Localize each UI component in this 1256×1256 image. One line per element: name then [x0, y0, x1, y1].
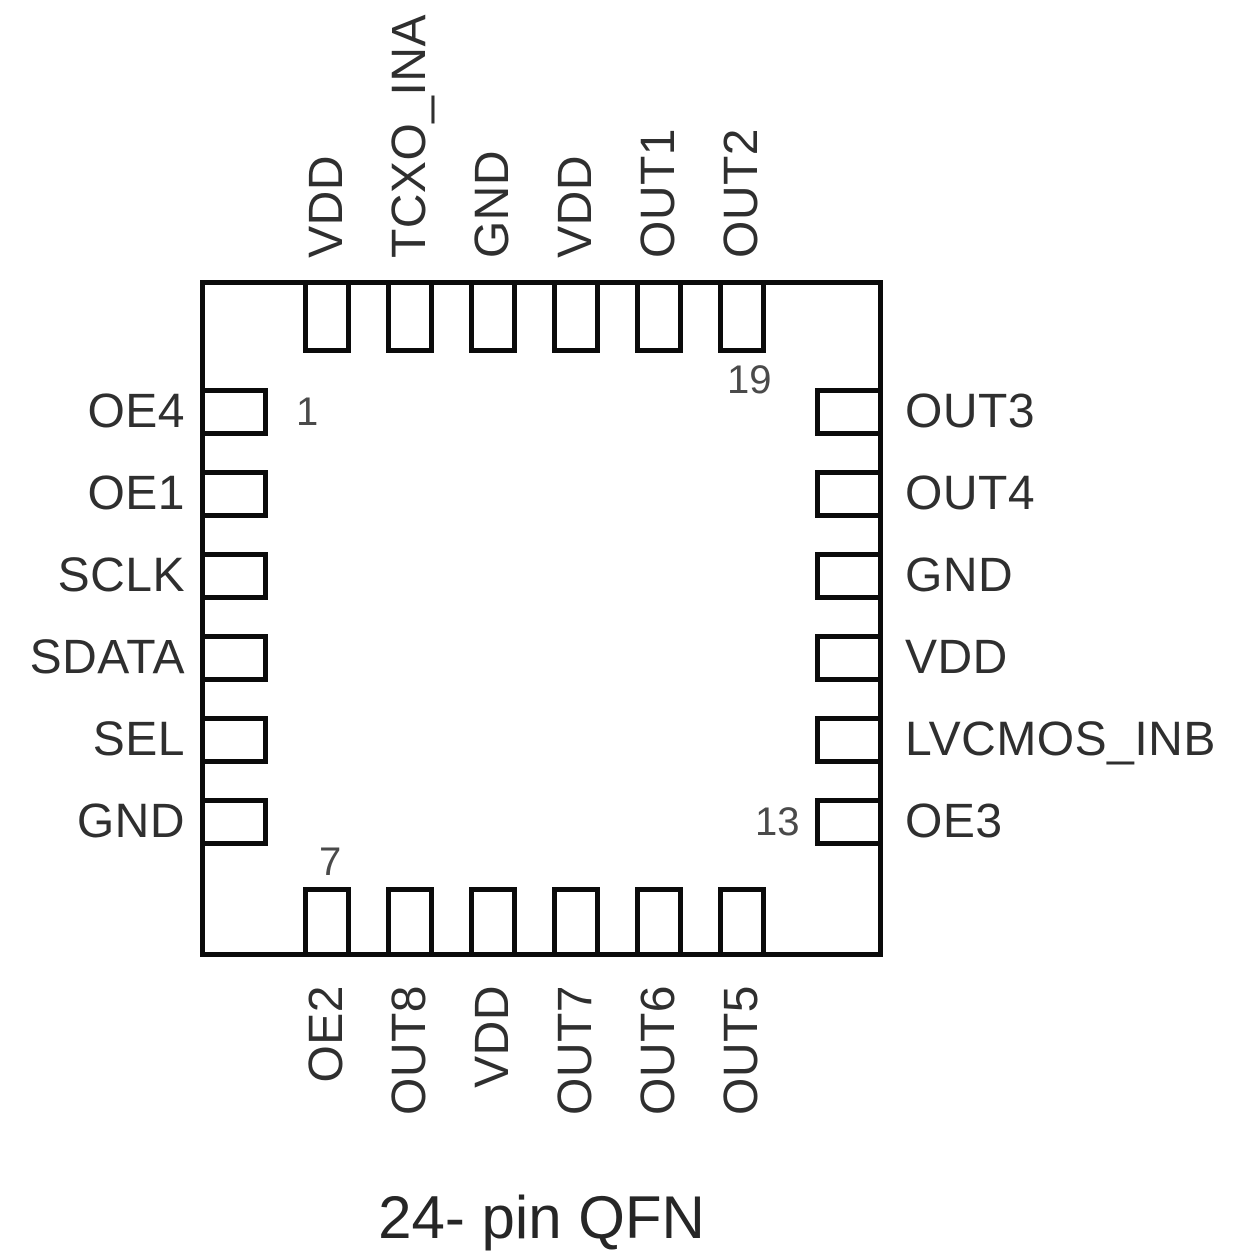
pin-label-left-2: OE1: [87, 467, 185, 520]
pin-pad-bottom-2: [386, 887, 434, 957]
pin-pad-right-1: [815, 388, 883, 436]
pin-pad-left-6: [200, 798, 268, 846]
pin-pad-bottom-1: [303, 887, 351, 957]
pin-pad-top-3: [469, 280, 517, 353]
diagram-caption: 24- pin QFN: [378, 1184, 705, 1251]
pin-pad-top-2: [386, 280, 434, 353]
pin-label-top-2: TCXO_INA: [383, 13, 436, 258]
pin-label-bottom-2: OUT8: [383, 985, 436, 1116]
pin-pad-right-6: [815, 798, 883, 846]
pin-label-bottom-1: OE2: [300, 985, 353, 1083]
pin-pad-top-4: [552, 280, 600, 353]
pin-label-bottom-3: VDD: [466, 985, 519, 1088]
pin-label-left-3: SCLK: [57, 549, 185, 602]
pin-pad-left-1: [200, 388, 268, 436]
pin-label-left-1: OE4: [87, 385, 185, 438]
pin-pad-right-4: [815, 634, 883, 682]
qfn-package-outline: [200, 280, 883, 957]
pin-label-right-6: OE3: [905, 795, 1003, 848]
pin-label-bottom-4: OUT7: [549, 985, 602, 1116]
pin-label-right-5: LVCMOS_INB: [905, 713, 1216, 766]
pin-pad-top-6: [718, 280, 766, 353]
pin-label-top-5: OUT1: [632, 127, 685, 258]
pin-pad-bottom-3: [469, 887, 517, 957]
pin-pad-right-5: [815, 716, 883, 764]
pin-label-left-5: SEL: [92, 713, 185, 766]
pin-label-left-6: GND: [76, 795, 185, 848]
pin-label-right-1: OUT3: [905, 385, 1036, 438]
pin-pad-top-5: [635, 280, 683, 353]
pin-label-right-4: VDD: [905, 631, 1008, 684]
pin-label-top-6: OUT2: [715, 127, 768, 258]
pin-label-right-2: OUT4: [905, 467, 1036, 520]
pin-label-top-1: VDD: [300, 155, 353, 258]
pin-pad-right-2: [815, 470, 883, 518]
pin-pad-left-5: [200, 716, 268, 764]
pin-pad-bottom-4: [552, 887, 600, 957]
pin-pad-left-3: [200, 552, 268, 600]
pin-number-13: 13: [755, 800, 800, 844]
pin-label-bottom-6: OUT5: [715, 985, 768, 1116]
pin-pad-right-3: [815, 552, 883, 600]
pin-label-right-3: GND: [905, 549, 1014, 602]
pin-pad-left-4: [200, 634, 268, 682]
pin-number-7: 7: [319, 840, 342, 884]
pin-pad-bottom-5: [635, 887, 683, 957]
pin-number-19: 19: [727, 358, 772, 402]
pin-label-top-3: GND: [466, 149, 519, 258]
pin-number-1: 1: [296, 390, 319, 434]
pin-label-top-4: VDD: [549, 155, 602, 258]
pin-label-bottom-5: OUT6: [632, 985, 685, 1116]
pin-pad-top-1: [303, 280, 351, 353]
pin-pad-bottom-6: [718, 887, 766, 957]
pin-label-left-4: SDATA: [29, 631, 185, 684]
pin-pad-left-2: [200, 470, 268, 518]
